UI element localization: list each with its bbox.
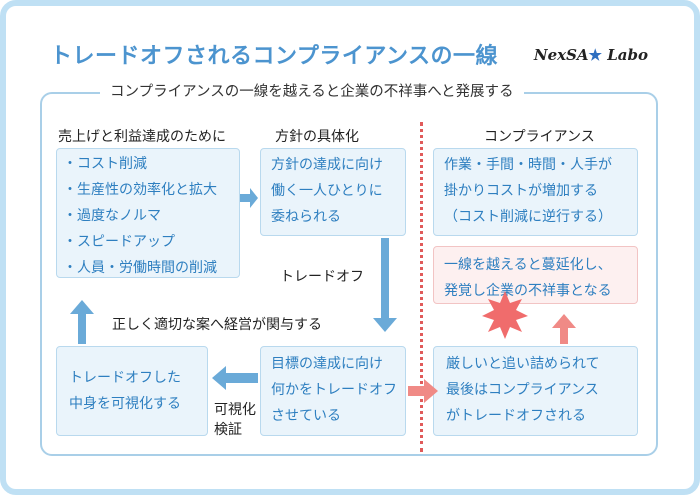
box-crossing-line: 一線を越えると蔓延化し、 発覚し企業の不祥事となる <box>433 246 638 304</box>
list-item: ・過度なノルマ <box>63 208 161 224</box>
label-verify: 可視化 検証 <box>214 400 256 440</box>
burst-icon <box>482 291 528 339</box>
box-text: 最後はコンプライアンス <box>446 382 599 398</box>
header-compliance: コンプライアンス <box>484 129 595 145</box>
box-visualize: トレードオフした 中身を可視化する <box>56 346 208 436</box>
list-item: ・生産性の効率化と拡大 <box>63 182 217 198</box>
box-cost-increase: 作業・手間・時間・人手が 掛かりコストが増加する （コスト削減に逆行する） <box>433 148 638 236</box>
box-text: 作業・手間・時間・人手が <box>444 157 612 173</box>
arrow-up-icon <box>70 300 94 344</box>
brand-logo: NexSA★ Labo <box>533 46 648 64</box>
box-text: 厳しいと追い詰められて <box>446 356 600 372</box>
box-text: 働く一人ひとりに <box>271 183 383 199</box>
list-item: ・コスト削減 <box>63 156 147 172</box>
list-item: ・スピードアップ <box>63 234 175 250</box>
box-text: 何かをトレードオフ <box>271 382 397 398</box>
outer-frame-label: コンプライアンスの一線を越えると企業の不祥事へと発展する <box>100 80 524 101</box>
box-goal-tradeoff: 目標の達成に向け 何かをトレードオフ させている <box>260 346 406 436</box>
diagram-title: トレードオフされるコンプライアンスの一線 <box>50 44 499 69</box>
box-text: 目標の達成に向け <box>271 356 383 372</box>
arrow-right-icon <box>240 188 258 208</box>
header-policy: 方針の具体化 <box>275 129 359 145</box>
box-text: トレードオフした <box>69 370 181 386</box>
box-text: 方針の達成に向け <box>271 157 383 173</box>
label-verify-line: 可視化 <box>214 402 256 418</box>
star-icon: ★ <box>588 46 602 64</box>
arrow-right-icon <box>408 379 438 403</box>
box-text: させている <box>271 408 341 424</box>
box-text: 掛かりコストが増加する <box>444 183 598 199</box>
box-text: 発覚し企業の不祥事となる <box>444 283 612 299</box>
box-text: がトレードオフされる <box>446 408 586 424</box>
box-policy: 方針の達成に向け 働く一人ひとりに 委ねられる <box>260 148 406 236</box>
label-tradeoff: トレードオフ <box>280 269 364 285</box>
list-item: ・人員・労働時間の削減 <box>63 260 217 276</box>
label-verify-line: 検証 <box>214 422 242 438</box>
box-text: 一線を越えると蔓延化し、 <box>444 257 612 273</box>
arrow-left-icon <box>212 366 258 390</box>
box-text: 中身を可視化する <box>69 396 181 412</box>
box-sales-measures: ・コスト削減 ・生産性の効率化と拡大 ・過度なノルマ ・スピードアップ ・人員・… <box>56 148 240 278</box>
label-management: 正しく適切な案へ経営が関与する <box>112 317 322 333</box>
box-text: （コスト削減に逆行する） <box>444 209 612 225</box>
arrow-down-icon <box>373 238 397 332</box>
compliance-line-divider <box>420 122 423 452</box>
header-sales: 売上げと利益達成のために <box>58 129 226 145</box>
box-text: 委ねられる <box>271 209 341 225</box>
arrow-up-icon <box>552 314 576 344</box>
box-pressure: 厳しいと追い詰められて 最後はコンプライアンス がトレードオフされる <box>433 346 638 436</box>
